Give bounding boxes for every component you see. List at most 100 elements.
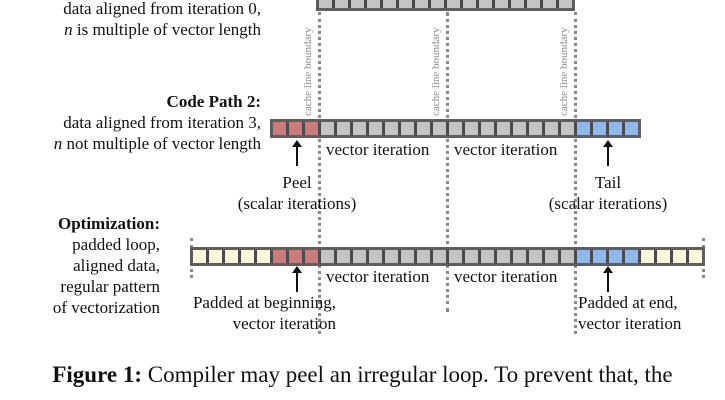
array-cell-gray [463, 0, 476, 8]
code-path-2-array [270, 119, 641, 138]
n-variable: n [53, 134, 63, 153]
array-cell-yellow [209, 250, 222, 263]
array-cell-gray [353, 122, 366, 135]
array-cell-gray [561, 250, 574, 263]
tail-label: Tail (scalar iterations) [508, 172, 708, 214]
array-cell-blue [609, 122, 622, 135]
code-path-2-vector-iteration-1: vector iteration [326, 140, 430, 159]
optimization-desc-line3: regular pattern [60, 277, 160, 296]
optimization-title: Optimization: [58, 214, 160, 233]
array-cell-gray [543, 0, 556, 8]
array-cell-gray [401, 122, 414, 135]
array-cell-gray [383, 0, 396, 8]
array-cell-gray [497, 122, 510, 135]
array-cell-red [273, 250, 286, 263]
code-path-1-desc-line2-rest: is multiple of vector length [72, 20, 261, 39]
array-cell-gray [401, 250, 414, 263]
optimization-array [190, 247, 705, 266]
optimization-desc-line2: aligned data, [73, 256, 160, 275]
padded-begin-arrow-icon [292, 266, 302, 292]
code-path-1-desc-line1: data aligned from iteration 0, [63, 0, 261, 18]
array-cell-gray [513, 250, 526, 263]
n-variable: n [64, 20, 73, 39]
array-cell-gray [369, 250, 382, 263]
array-cell-gray [529, 250, 542, 263]
array-cell-gray [319, 0, 332, 8]
figure-caption: Figure 1: Compiler may peel an irregular… [0, 360, 725, 390]
optimization-vector-iteration-2: vector iteration [454, 267, 558, 286]
array-cell-gray [431, 0, 444, 8]
cache-line-boundary-3 [574, 12, 577, 334]
array-cell-gray [513, 122, 526, 135]
array-cell-gray [545, 250, 558, 263]
array-cell-gray [561, 122, 574, 135]
array-cell-yellow [257, 250, 270, 263]
array-cell-gray [465, 122, 478, 135]
peel-arrow-icon [292, 140, 302, 166]
tail-subtitle: (scalar iterations) [548, 194, 668, 213]
array-cell-gray [399, 0, 412, 8]
code-path-1-description: data aligned from iteration 0, n is mult… [63, 0, 261, 40]
array-cell-gray [433, 122, 446, 135]
array-cell-gray [433, 250, 446, 263]
peel-label: Peel (scalar iterations) [197, 172, 397, 214]
peel-title: Peel [282, 173, 312, 192]
code-path-2-desc-line2-rest: not multiple of vector length [62, 134, 261, 153]
array-cell-gray [417, 250, 430, 263]
array-cell-gray [497, 250, 510, 263]
array-cell-yellow [673, 250, 686, 263]
array-cell-red [289, 122, 302, 135]
code-path-2-desc-line2: n not multiple of vector length [54, 133, 261, 154]
array-cell-gray [495, 0, 508, 8]
padded-end-line1: Padded at end, [578, 293, 678, 312]
cache-line-label-2: cache line boundary [430, 27, 442, 116]
code-path-2-title: Code Path 2: [166, 92, 261, 111]
array-cell-gray [353, 250, 366, 263]
array-cell-gray [481, 122, 494, 135]
array-cell-red [305, 122, 318, 135]
cache-line-boundary-2 [446, 12, 449, 312]
array-cell-gray [511, 0, 524, 8]
array-cell-gray [335, 0, 348, 8]
padded-begin-line2: vector iteration [232, 314, 336, 333]
array-cell-blue [593, 122, 606, 135]
code-path-2-vector-iteration-2: vector iteration [454, 140, 558, 159]
array-cell-gray [465, 250, 478, 263]
array-cell-gray [527, 0, 540, 8]
array-cell-gray [545, 122, 558, 135]
array-cell-red [273, 122, 286, 135]
cache-line-label-1: cache line boundary [302, 27, 314, 116]
padded-begin-label: Padded at beginning, vector iteration [174, 292, 336, 334]
array-cell-gray [481, 250, 494, 263]
tail-arrow-icon [603, 140, 613, 166]
array-cell-yellow [689, 250, 702, 263]
optimization-vector-iteration-1: vector iteration [326, 267, 430, 286]
code-path-2-desc-line1: data aligned from iteration 3, [63, 113, 261, 132]
code-path-1-desc-line2: n is multiple of vector length [63, 19, 261, 40]
array-cell-blue [625, 122, 638, 135]
padded-end-line2: vector iteration [578, 314, 682, 333]
optimization-description: Optimization: padded loop, aligned data,… [53, 213, 160, 318]
padded-end-label: Padded at end, vector iteration [578, 292, 681, 334]
array-cell-gray [337, 122, 350, 135]
array-cell-yellow [241, 250, 254, 263]
array-cell-blue [593, 250, 606, 263]
tail-title: Tail [594, 173, 622, 192]
array-cell-blue [625, 250, 638, 263]
array-cell-gray [321, 250, 334, 263]
figure-caption-text: Compiler may peel an irregular loop. To … [142, 362, 673, 387]
figure-label: Figure 1: [52, 362, 142, 387]
array-cell-gray [321, 122, 334, 135]
cache-line-boundary-1 [318, 12, 321, 334]
array-cell-blue [609, 250, 622, 263]
array-cell-gray [385, 250, 398, 263]
array-cell-gray [529, 122, 542, 135]
array-cell-yellow [193, 250, 206, 263]
array-cell-gray [417, 122, 430, 135]
array-cell-yellow [657, 250, 670, 263]
array-cell-blue [577, 250, 590, 263]
array-cell-gray [447, 0, 460, 8]
array-cell-gray [367, 0, 380, 8]
padded-begin-line1: Padded at beginning, [192, 293, 336, 312]
array-cell-gray [449, 122, 462, 135]
